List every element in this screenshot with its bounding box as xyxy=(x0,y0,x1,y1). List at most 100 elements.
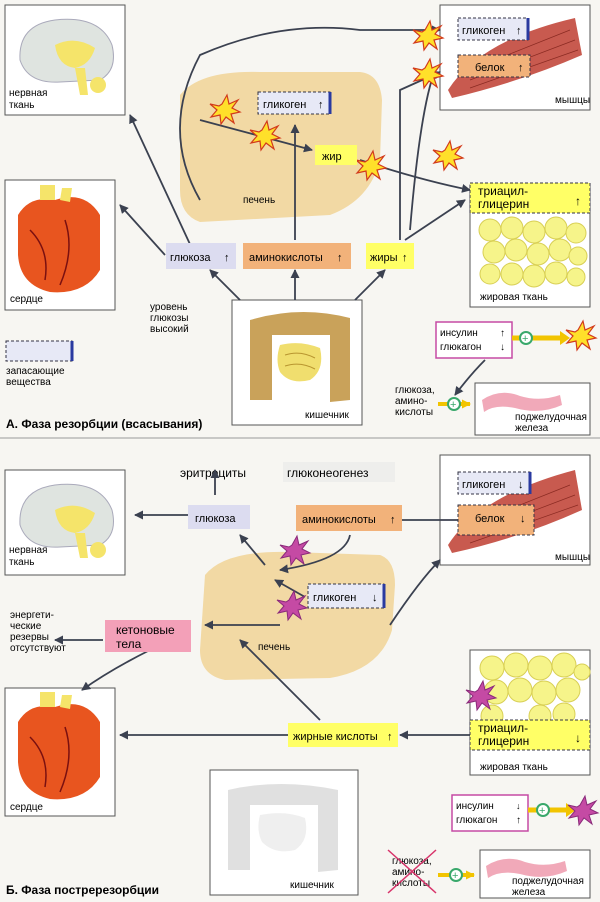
amino-label-b: аминокислоты xyxy=(302,514,376,526)
bursts-phase-a xyxy=(209,19,598,352)
pancreas-icon-b xyxy=(486,858,567,878)
arrows-phase-a xyxy=(119,25,486,396)
glucagon-label-b: глюкагон xyxy=(456,815,497,826)
fatty-acids-box xyxy=(288,723,398,747)
burst-icon-a5 xyxy=(412,57,445,90)
plus-icon-a2 xyxy=(447,397,461,411)
energy-reserves-2: ческие xyxy=(10,621,42,632)
burst-icon-a7 xyxy=(565,319,598,352)
intestine-icon-b xyxy=(228,784,338,872)
fats-box-a xyxy=(366,243,414,269)
phase-b-title: Б. Фаза постререзорбции xyxy=(6,883,159,897)
fatty-acids-up: ↑ xyxy=(387,731,393,743)
glucose-amino-a1: глюкоза, xyxy=(395,385,435,396)
protein-up-a: ↑ xyxy=(518,62,524,74)
bursts-phase-b xyxy=(276,534,600,827)
storage-legend-2: вещества xyxy=(6,377,51,388)
intestine-icon xyxy=(250,311,350,402)
liver-label-b: печень xyxy=(258,642,290,653)
phase-a-title: А. Фаза резорбции (всасывания) xyxy=(6,417,202,431)
glycogen-liver-box-b xyxy=(307,583,385,609)
plus-icon-b2 xyxy=(449,868,463,882)
tag-label-b1: триацил- xyxy=(478,721,528,735)
glucagon-down-a: ↓ xyxy=(500,342,505,353)
glycogen-muscle-down-b: ↓ xyxy=(518,479,524,491)
adipose-label-a: жировая ткань xyxy=(480,292,548,303)
protein-down-b: ↓ xyxy=(520,513,526,525)
tag-box-b xyxy=(469,719,591,751)
hormone-arrow-head-a xyxy=(560,331,570,345)
hormone-box-b xyxy=(451,794,529,832)
energy-reserves-3: резервы xyxy=(10,632,49,643)
burst-icon-b2 xyxy=(276,589,309,622)
energy-reserves-1: энергети- xyxy=(10,610,54,621)
glucose-amino-a2: амино- xyxy=(395,396,427,407)
burst-icon-a4 xyxy=(412,19,445,52)
adipose-label-b: жировая ткань xyxy=(480,762,548,773)
gluconeogenesis-box xyxy=(283,462,395,482)
intestine-card-b xyxy=(209,769,359,896)
amino-box-b xyxy=(296,505,402,531)
brain-icon-b xyxy=(19,483,114,558)
pancreas-label-a1: поджелудочная xyxy=(515,412,587,423)
liver-label-a: печень xyxy=(243,195,275,206)
nervous-tissue-label-a: нервная xyxy=(9,88,47,99)
burst-icon-a6 xyxy=(432,139,465,172)
insulin-up-a: ↑ xyxy=(500,328,505,339)
pancreas-label-b1: поджелудочная xyxy=(512,876,584,887)
protein-box-b xyxy=(457,504,535,536)
glucose-amino-b3: кислоты xyxy=(392,878,430,889)
phase-b: эритроциты глюконеогенез нервная ткань с… xyxy=(4,454,600,899)
nervous-tissue-label-a2: ткань xyxy=(9,100,34,111)
glucose-level-3: высокий xyxy=(150,324,189,335)
plus-glyph-a1: + xyxy=(522,333,528,345)
glucose-level-2: глюкозы xyxy=(150,313,188,324)
fat-label-a: жир xyxy=(322,151,342,163)
glycogen-liver-label-b: гликоген xyxy=(313,592,356,604)
gluconeogenesis-label: глюконеогенез xyxy=(287,466,369,480)
fat-cells-icon xyxy=(478,216,588,288)
fat-box-a xyxy=(315,145,357,165)
plus-icon-b1 xyxy=(536,803,550,817)
insulin-label-b: инсулин xyxy=(456,801,494,812)
glucose-label-a: глюкоза xyxy=(170,252,211,264)
glucose-up-a: ↑ xyxy=(224,252,230,264)
protein-label-b: белок xyxy=(475,513,505,525)
heart-icon-b xyxy=(18,692,100,800)
arrows-phase-b xyxy=(54,469,470,740)
burst-icon-a1 xyxy=(209,93,242,126)
ketone-label-2: тела xyxy=(116,637,142,651)
amino-label-a: аминокислоты xyxy=(249,252,323,264)
fats-label-a: жиры xyxy=(370,252,398,264)
heart-label-a: сердце xyxy=(10,294,43,305)
glycogen-muscle-label-b: гликоген xyxy=(462,479,505,491)
energy-reserves-4: отсутствуют xyxy=(10,643,66,654)
burst-icon-b4 xyxy=(567,794,600,827)
glucose-box-a xyxy=(166,243,236,269)
brain-icon xyxy=(19,18,114,95)
plus-icon-a1 xyxy=(519,331,533,345)
glycogen-muscle-label-a: гликоген xyxy=(462,25,505,37)
nervous-tissue-label-b1: нервная xyxy=(9,545,47,556)
cross-out-icon-2 xyxy=(387,849,437,894)
glucagon-label-a: глюкагон xyxy=(440,342,481,353)
pancreas-label-a2: железа xyxy=(515,423,549,434)
burst-icon-b3 xyxy=(465,679,498,712)
protein-label-a: белок xyxy=(475,62,505,74)
glucagon-up-b: ↑ xyxy=(516,815,521,826)
tag-label-a2: глицерин xyxy=(478,197,529,211)
muscles-label-b: мышцы xyxy=(555,552,590,563)
glucose-amino-a3: кислоты xyxy=(395,407,433,418)
insulin-down-b: ↓ xyxy=(516,801,521,811)
fat-cells-icon-b xyxy=(479,652,591,728)
muscles-label-a: мышцы xyxy=(555,95,590,106)
tag-box-a xyxy=(469,182,591,214)
glycogen-liver-up-a: ↑ xyxy=(318,99,324,111)
glucose-label-b: глюкоза xyxy=(195,513,236,525)
amino-box-a xyxy=(243,243,351,269)
burst-icon-b1 xyxy=(279,534,312,567)
glucose-amino-b1: глюкоза, xyxy=(392,856,432,867)
tag-down-b: ↓ xyxy=(575,731,581,745)
heart-label-b: сердце xyxy=(10,802,43,813)
